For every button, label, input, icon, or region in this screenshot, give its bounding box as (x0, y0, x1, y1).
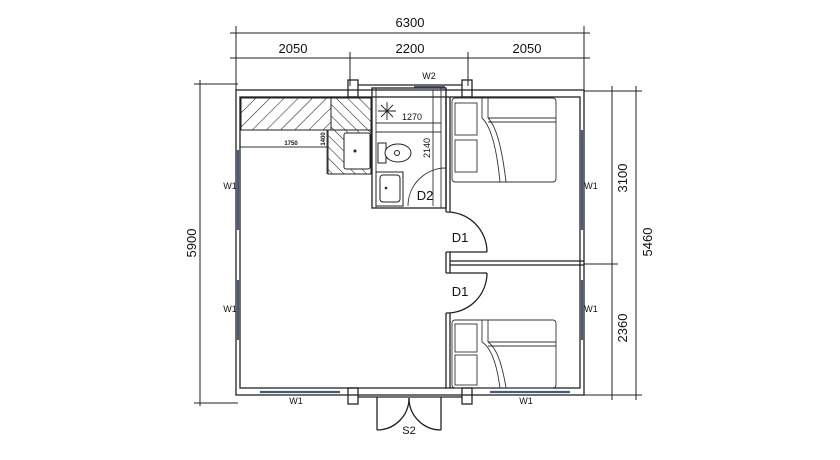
width-left-label: 2050 (279, 41, 308, 56)
counter-length-label: 1750 (284, 141, 298, 147)
wall-column (461, 79, 473, 98)
door-label-s2: S2 (402, 425, 415, 437)
window-label: W1 (584, 304, 598, 314)
door-label-d1: D1 (452, 284, 469, 299)
door-swing-left (376, 397, 410, 431)
kitchen-sink (343, 132, 371, 170)
blanket-fold (481, 341, 507, 389)
wall-column (347, 387, 359, 405)
total-depth-right-label: 5460 (640, 228, 655, 257)
window-label: W1 (584, 181, 598, 191)
right-dimensions: 5460 3100 2360 (584, 86, 655, 400)
door-swing-right (408, 397, 442, 431)
exterior-walls (235, 79, 585, 405)
door-label-d1: D1 (452, 230, 469, 245)
toilet-icon (384, 143, 412, 163)
washbasin-bowl (379, 174, 401, 203)
door-swing-d2 (407, 167, 447, 207)
total-depth-left-label: 5900 (184, 229, 199, 258)
left-dimension: 5900 (184, 80, 238, 406)
door-swing-d1-top (445, 211, 488, 253)
pillow (454, 102, 478, 136)
bed-frame (451, 319, 557, 389)
bedroom-partitions (445, 97, 584, 388)
blanket-fold (481, 117, 507, 183)
pillow (454, 323, 478, 353)
width-right-label: 2050 (513, 41, 542, 56)
entrance-door: S2 (376, 397, 442, 437)
counter-hatch (240, 97, 332, 131)
bed-frame (451, 97, 557, 183)
outer-wall (235, 89, 585, 396)
window-label: W1 (223, 181, 237, 191)
width-middle-label: 2200 (396, 41, 425, 56)
window-label: W2 (422, 71, 436, 81)
kitchen-counter: 1750 1400 (240, 97, 372, 175)
washbasin-drain (384, 186, 388, 190)
sink-drain (353, 149, 357, 153)
counter-corner-hatch (330, 97, 372, 131)
pillow (454, 354, 478, 386)
window-label: W1 (519, 396, 533, 406)
windows: W1 W1 W1 W1 W1 W1 W2 (223, 71, 598, 406)
door-label-d2: D2 (417, 188, 434, 203)
inner-wall (239, 96, 581, 389)
pillow (454, 139, 478, 173)
top-dimensions: 6300 2050 2200 2050 (230, 15, 590, 92)
toilet-bowl (394, 150, 400, 156)
shower-head-icon (378, 102, 396, 120)
bedroom-doors: D1 D1 (445, 211, 488, 314)
total-width-label: 6300 (396, 15, 425, 30)
door-swing-d1-bottom (445, 272, 488, 314)
bath-width-label: 1270 (402, 112, 422, 122)
bedroom-bottom-depth-label: 2360 (615, 314, 630, 343)
counter-depth-label: 1400 (321, 132, 327, 146)
wall-column (461, 387, 473, 405)
bedroom-top-depth-label: 3100 (615, 164, 630, 193)
bed-bottom (451, 319, 557, 389)
bath-depth-label: 2140 (422, 138, 432, 158)
window-label: W1 (289, 396, 303, 406)
bed-top (451, 97, 557, 183)
bathroom: 1270 2140 D2 (371, 87, 447, 209)
wall-column (347, 79, 359, 98)
window-label: W1 (223, 304, 237, 314)
